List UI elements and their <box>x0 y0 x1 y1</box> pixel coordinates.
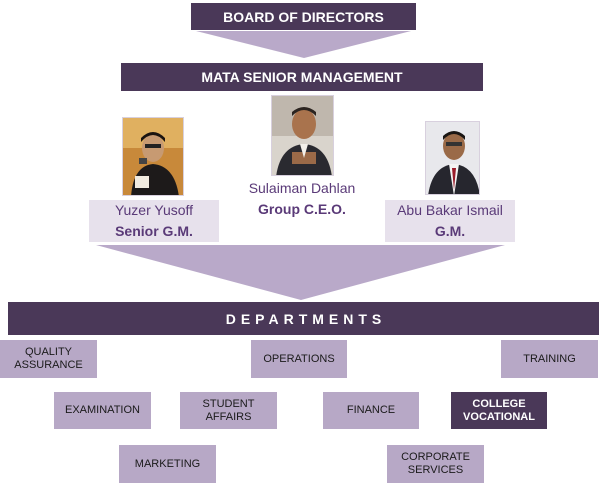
abu-bakar-photo <box>425 121 480 195</box>
yuzer-name-card: Yuzer Yusoff Senior G.M. <box>89 200 219 242</box>
yuzer-name: Yuzer Yusoff <box>114 202 194 218</box>
sulaiman-role: Group C.E.O. <box>258 201 346 217</box>
dept-quality-assurance: QUALITY ASSURANCE <box>0 340 97 378</box>
dept-finance: FINANCE <box>323 392 419 429</box>
senior-management-bar: MATA SENIOR MANAGEMENT <box>121 63 483 91</box>
abu-bakar-role: G.M. <box>434 223 466 239</box>
sulaiman-photo <box>271 95 334 176</box>
departments-bar: DEPARTMENTS <box>8 302 599 335</box>
dept-examination: EXAMINATION <box>54 392 151 429</box>
sulaiman-name-card: Sulaiman Dahlan Group C.E.O. <box>238 178 366 220</box>
abu-bakar-name-card: Abu Bakar Ismail G.M. <box>385 200 515 242</box>
dept-student-affairs: STUDENT AFFAIRS <box>180 392 277 429</box>
board-of-directors-bar: BOARD OF DIRECTORS <box>191 3 416 30</box>
dept-training: TRAINING <box>501 340 598 378</box>
dept-corporate-services: CORPORATE SERVICES <box>387 445 484 483</box>
yuzer-role: Senior G.M. <box>115 223 193 239</box>
dept-college-vocational: COLLEGE VOCATIONAL <box>451 392 547 429</box>
dept-operations: OPERATIONS <box>251 340 347 378</box>
sulaiman-name: Sulaiman Dahlan <box>248 180 356 196</box>
yuzer-photo <box>122 117 184 196</box>
abu-bakar-name: Abu Bakar Ismail <box>397 202 503 218</box>
dept-marketing: MARKETING <box>119 445 216 483</box>
